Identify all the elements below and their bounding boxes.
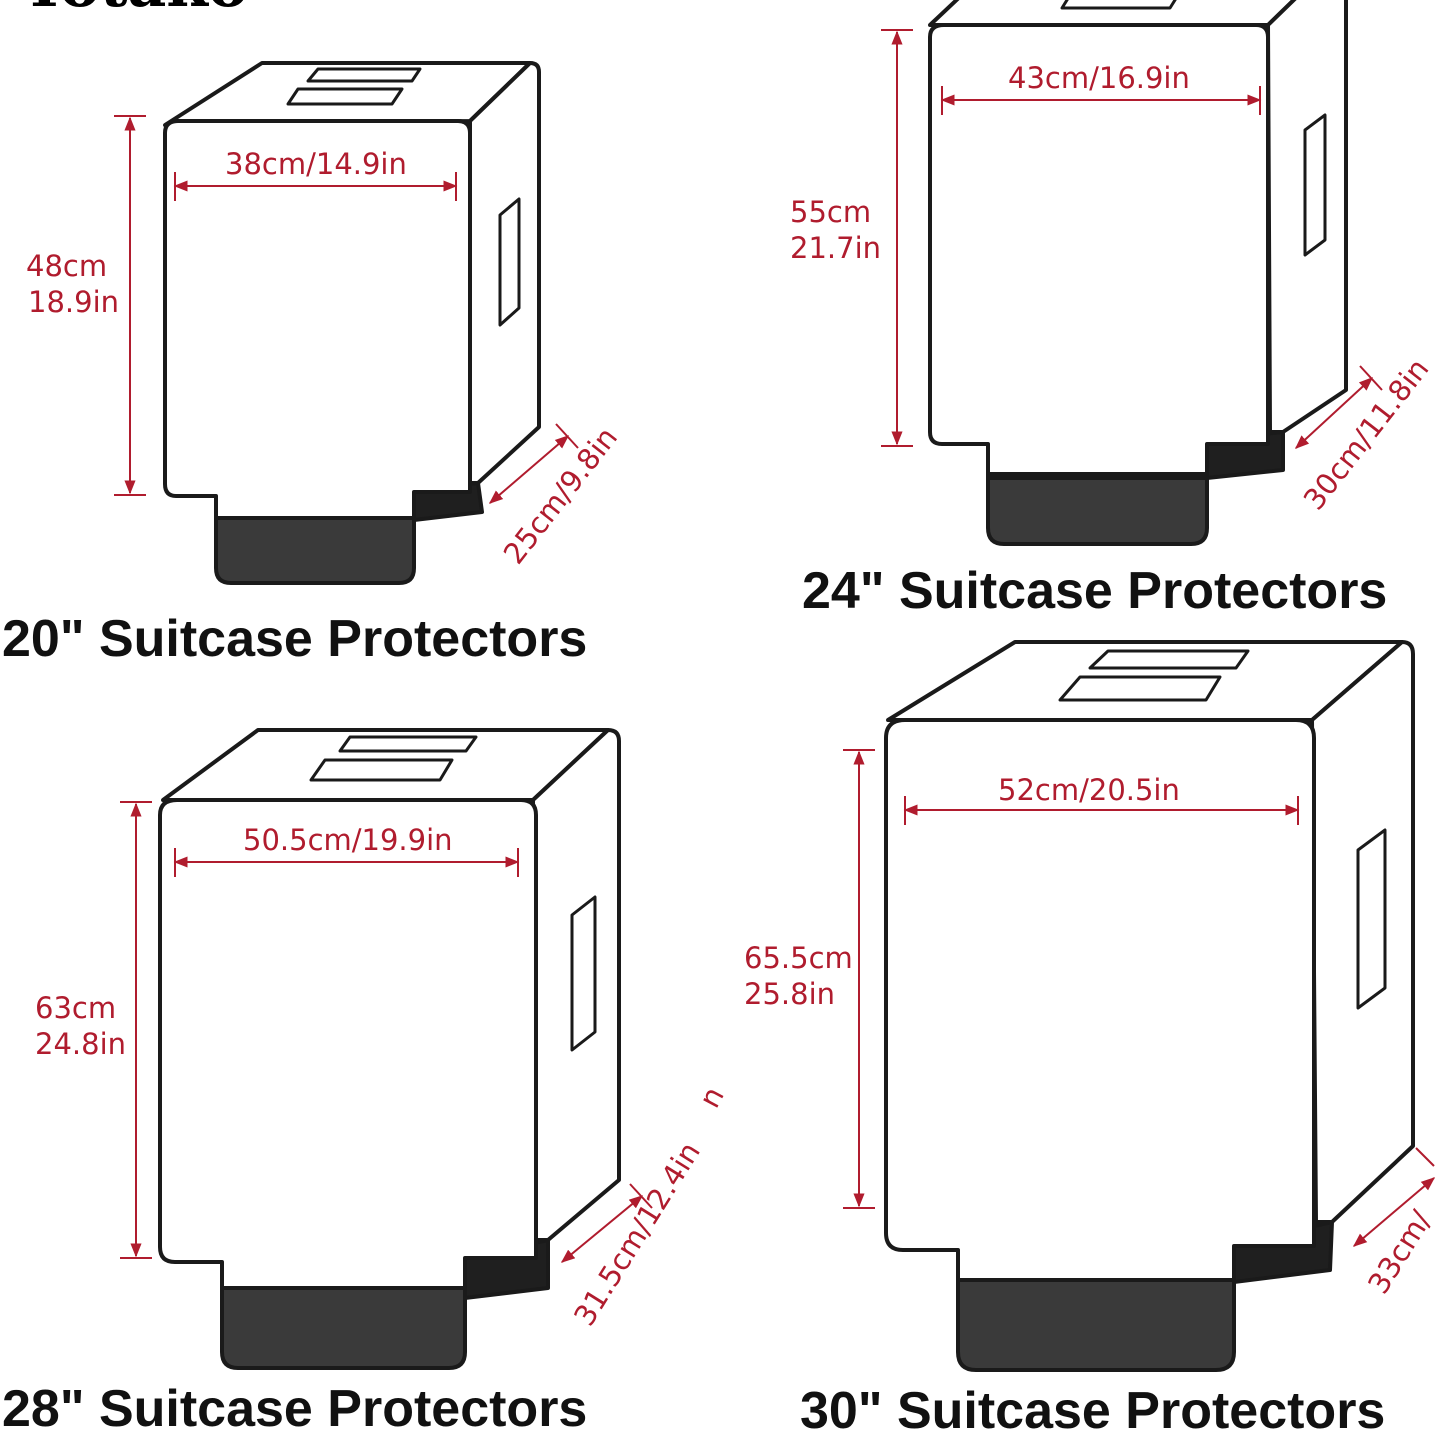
suitcase-28-diagram bbox=[158, 728, 621, 1370]
suitcase-28-height-in-label: 24.8in bbox=[35, 1027, 126, 1061]
suitcase-24-height-in-label: 21.7in bbox=[790, 231, 881, 265]
suitcase-20-dimensions bbox=[114, 115, 579, 504]
suitcase-30-title: 30" Suitcase Protectors bbox=[800, 1382, 1385, 1436]
suitcase-28-title: 28" Suitcase Protectors bbox=[2, 1380, 587, 1436]
suitcase-30-width-label: 52cm/20.5in bbox=[998, 773, 1180, 807]
suitcase-20-title: 20" Suitcase Protectors bbox=[2, 610, 587, 668]
suitcase-20-width-label: 38cm/14.9in bbox=[225, 147, 407, 181]
suitcase-28-height-cm-label: 63cm bbox=[35, 991, 116, 1025]
suitcase-20-height-cm-label: 48cm bbox=[26, 249, 107, 283]
suitcase-30-height-in-label: 25.8in bbox=[744, 977, 835, 1011]
suitcase-24-height-cm-label: 55cm bbox=[790, 195, 871, 229]
suitcase-30-diagram bbox=[884, 640, 1415, 1372]
brand-logo: Totako bbox=[22, 0, 248, 21]
suitcase-28-dimensions bbox=[120, 801, 653, 1263]
suitcase-30-height-cm-label: 65.5cm bbox=[744, 941, 853, 975]
suitcase-24-diagram bbox=[928, 0, 1348, 546]
suitcase-24-title: 24" Suitcase Protectors bbox=[802, 562, 1387, 620]
suitcase-28-width-label: 50.5cm/19.9in bbox=[243, 823, 453, 857]
suitcase-24-dimensions bbox=[881, 29, 1383, 449]
suitcase-30-dimensions bbox=[843, 749, 1436, 1247]
suitcase-20-diagram bbox=[163, 61, 541, 585]
suitcase-30-depth-label: 33cm/ bbox=[1361, 1204, 1436, 1299]
suitcase-28-stray-label: n bbox=[692, 1081, 731, 1113]
suitcase-24-width-label: 43cm/16.9in bbox=[1008, 61, 1190, 95]
suitcase-20-height-in-label: 18.9in bbox=[28, 285, 119, 319]
